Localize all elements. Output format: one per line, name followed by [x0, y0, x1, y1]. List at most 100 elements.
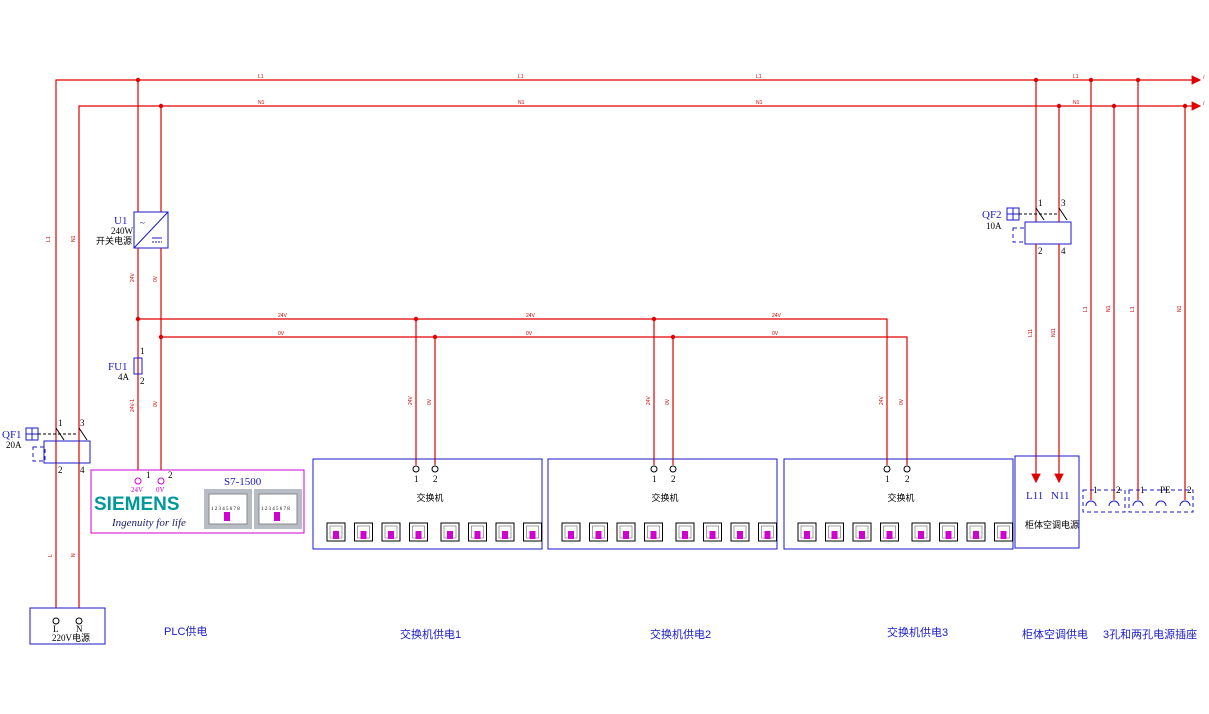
caption-switch-1: 交换机供电1: [400, 629, 462, 641]
caption-sockets: 3孔和两孔电源插座: [1103, 629, 1198, 641]
svg-text:24V: 24V: [130, 272, 136, 282]
svg-text:L1: L1: [258, 74, 264, 80]
svg-text:1: 1: [140, 346, 145, 356]
caption-switch-2: 交换机供电2: [650, 629, 712, 641]
switch-terminal-label: 2: [671, 474, 676, 484]
svg-text:L1: L1: [1083, 306, 1089, 312]
svg-text:240W: 240W: [111, 226, 134, 236]
svg-text:0V: 0V: [156, 486, 165, 494]
switch-terminal-label: 1: [414, 474, 419, 484]
svg-text:PE: PE: [1160, 485, 1171, 495]
svg-text:1 2 3 4 5 6 7 8: 1 2 3 4 5 6 7 8: [261, 507, 290, 512]
svg-text:L1: L1: [1073, 74, 1079, 80]
svg-text:3: 3: [80, 418, 85, 428]
svg-text:0V: 0V: [153, 400, 159, 407]
svg-text:L11: L11: [1028, 329, 1034, 337]
switch-port: [994, 522, 1013, 542]
breaker-qf2: QF2 10A 1 3 2 4: [982, 198, 1072, 256]
caption-ac: 柜体空调供电: [1022, 629, 1088, 641]
svg-text:20A: 20A: [6, 440, 22, 450]
svg-text:24V: 24V: [408, 395, 414, 405]
switch-port: [797, 522, 817, 542]
switch-port: [409, 522, 428, 542]
svg-text:0V: 0V: [427, 398, 433, 405]
svg-text:24V: 24V: [131, 486, 143, 494]
svg-text:1: 1: [58, 418, 63, 428]
svg-text:QF2: QF2: [982, 209, 1002, 221]
svg-text:FU1: FU1: [108, 361, 128, 373]
svg-text:4A: 4A: [118, 372, 130, 382]
svg-text:柜体空调电源: 柜体空调电源: [1025, 519, 1079, 530]
svg-text:24V: 24V: [278, 313, 288, 319]
switch-label: 交换机: [888, 492, 915, 503]
switch-port: [616, 522, 636, 542]
svg-text:/: /: [1203, 75, 1205, 81]
svg-text:24V: 24V: [646, 395, 652, 405]
svg-text:L: L: [53, 624, 59, 634]
svg-text:4: 4: [1061, 246, 1066, 256]
switch-port: [440, 522, 460, 542]
svg-text:U1: U1: [114, 215, 127, 227]
svg-text:3: 3: [1061, 198, 1066, 208]
svg-text:QF1: QF1: [2, 429, 22, 441]
siemens-logo: SIEMENS: [94, 494, 180, 515]
svg-text:2: 2: [168, 470, 173, 480]
caption-switch-3: 交换机供电3: [887, 627, 949, 639]
svg-text:1: 1: [1140, 485, 1145, 495]
svg-text:10A: 10A: [986, 221, 1002, 231]
svg-text:N1: N1: [258, 100, 265, 106]
plc-port-2: 1 2 3 4 5 6 7 8: [254, 489, 302, 529]
switch-port: [703, 522, 722, 542]
switch-port: [880, 522, 899, 542]
power-supply-u1: ~ U1 240W 开关电源: [96, 211, 169, 249]
breaker-qf1: QF1 20A 1 3 2 4: [2, 418, 91, 475]
svg-text:L11: L11: [1026, 490, 1043, 502]
svg-text:0V: 0V: [772, 331, 779, 337]
svg-text:2: 2: [1116, 485, 1121, 495]
svg-text:S7-1500: S7-1500: [224, 476, 262, 488]
svg-text:24V: 24V: [526, 313, 536, 319]
switch-port: [589, 522, 608, 542]
svg-text:N11: N11: [1051, 490, 1070, 502]
svg-text:1: 1: [1038, 198, 1043, 208]
switch-port: [381, 522, 401, 542]
switch-port: [966, 522, 986, 542]
switch-terminal-label: 1: [652, 474, 657, 484]
bus-0v: 0V 0V 0V: [161, 331, 908, 465]
switch-port: [354, 522, 373, 542]
svg-text:1 2 3 4 5 6 7 8: 1 2 3 4 5 6 7 8: [211, 507, 240, 512]
switch-port: [326, 522, 346, 542]
svg-text:N1: N1: [518, 100, 525, 106]
svg-text:L: L: [48, 554, 54, 557]
svg-text:L1: L1: [46, 236, 52, 242]
svg-text:0V: 0V: [153, 275, 159, 282]
switch-label: 交换机: [417, 492, 444, 503]
svg-text:2: 2: [1038, 246, 1043, 256]
svg-text:N1: N1: [1177, 305, 1183, 312]
svg-text:N: N: [76, 624, 83, 634]
svg-text:0V: 0V: [278, 331, 285, 337]
svg-text:L1: L1: [756, 74, 762, 80]
svg-text:2: 2: [58, 465, 63, 475]
switch-port: [561, 522, 581, 542]
svg-text:0V: 0V: [526, 331, 533, 337]
fuse-fu1: FU1 4A 1 2: [108, 346, 145, 386]
switch-port: [939, 522, 958, 542]
svg-text:开关电源: 开关电源: [96, 235, 132, 246]
svg-text:L1: L1: [518, 74, 524, 80]
svg-text:N1: N1: [1073, 100, 1080, 106]
two-hole-socket: 1 2: [1082, 485, 1126, 513]
switch-port: [825, 522, 844, 542]
switch-terminal-label: 2: [905, 474, 910, 484]
svg-text:2: 2: [140, 376, 145, 386]
bus-24v: 24V 24V 24V: [138, 313, 888, 465]
svg-text:1: 1: [1093, 485, 1098, 495]
switch-port: [644, 522, 663, 542]
svg-text:~: ~: [140, 218, 145, 228]
svg-text:/: /: [1203, 101, 1205, 107]
svg-text:220V电源: 220V电源: [52, 632, 90, 643]
